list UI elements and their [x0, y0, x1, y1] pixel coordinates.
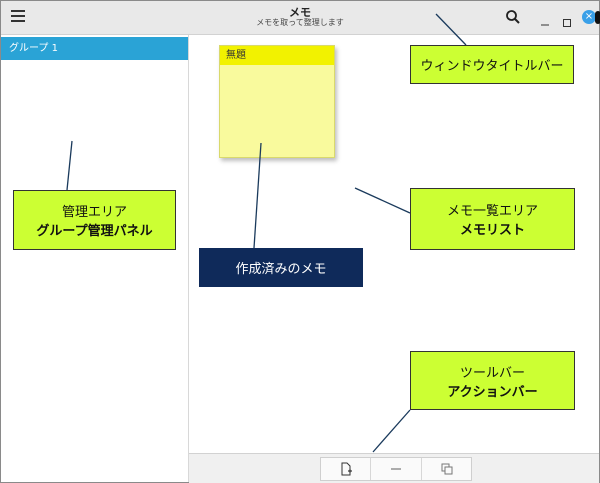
action-button-group	[320, 457, 472, 481]
title-bar: メモ メモを取って整理します ×	[1, 1, 600, 35]
callout-list-line2: メモリスト	[459, 223, 525, 238]
callout-list: メモ一覧エリア メモリスト	[410, 188, 575, 250]
delete-memo-button[interactable]	[371, 458, 422, 480]
callout-titlebar-text: ウィンドウタイトルバー	[420, 59, 564, 74]
menu-icon[interactable]	[11, 10, 25, 22]
search-icon[interactable]	[505, 9, 521, 25]
sidebar-item-group-1[interactable]: グループ 1	[1, 37, 188, 60]
app-title: メモ	[289, 6, 311, 19]
callout-sidebar-line1: 管理エリア	[61, 205, 127, 220]
action-bar	[189, 453, 599, 483]
callout-sidebar-line2: グループ管理パネル	[36, 224, 153, 239]
callout-actionbar-line1: ツールバー	[459, 365, 525, 381]
memo-card[interactable]: 無題	[219, 45, 335, 158]
callout-sidebar: 管理エリア グループ管理パネル	[13, 190, 176, 250]
app-subtitle: メモを取って整理します	[256, 18, 344, 27]
callout-list-line1: メモ一覧エリア	[446, 204, 538, 219]
window-edge-decoration	[595, 11, 600, 24]
copy-icon	[441, 463, 453, 475]
callout-actionbar: ツールバー アクションバー	[410, 351, 575, 410]
new-document-icon	[341, 462, 352, 476]
callout-actionbar-line2: アクションバー	[447, 384, 538, 400]
callout-memo: 作成済みのメモ	[199, 248, 363, 287]
callout-memo-text: 作成済みのメモ	[235, 262, 327, 277]
maximize-icon[interactable]	[563, 12, 571, 27]
close-icon[interactable]: ×	[582, 10, 596, 24]
callout-titlebar: ウィンドウタイトルバー	[410, 45, 574, 84]
memo-title: 無題	[220, 46, 334, 65]
new-memo-button[interactable]	[321, 458, 372, 480]
minus-icon	[391, 468, 402, 470]
minimize-icon[interactable]	[541, 12, 549, 26]
group-panel: グループ 1	[1, 35, 189, 482]
duplicate-memo-button[interactable]	[422, 458, 471, 480]
